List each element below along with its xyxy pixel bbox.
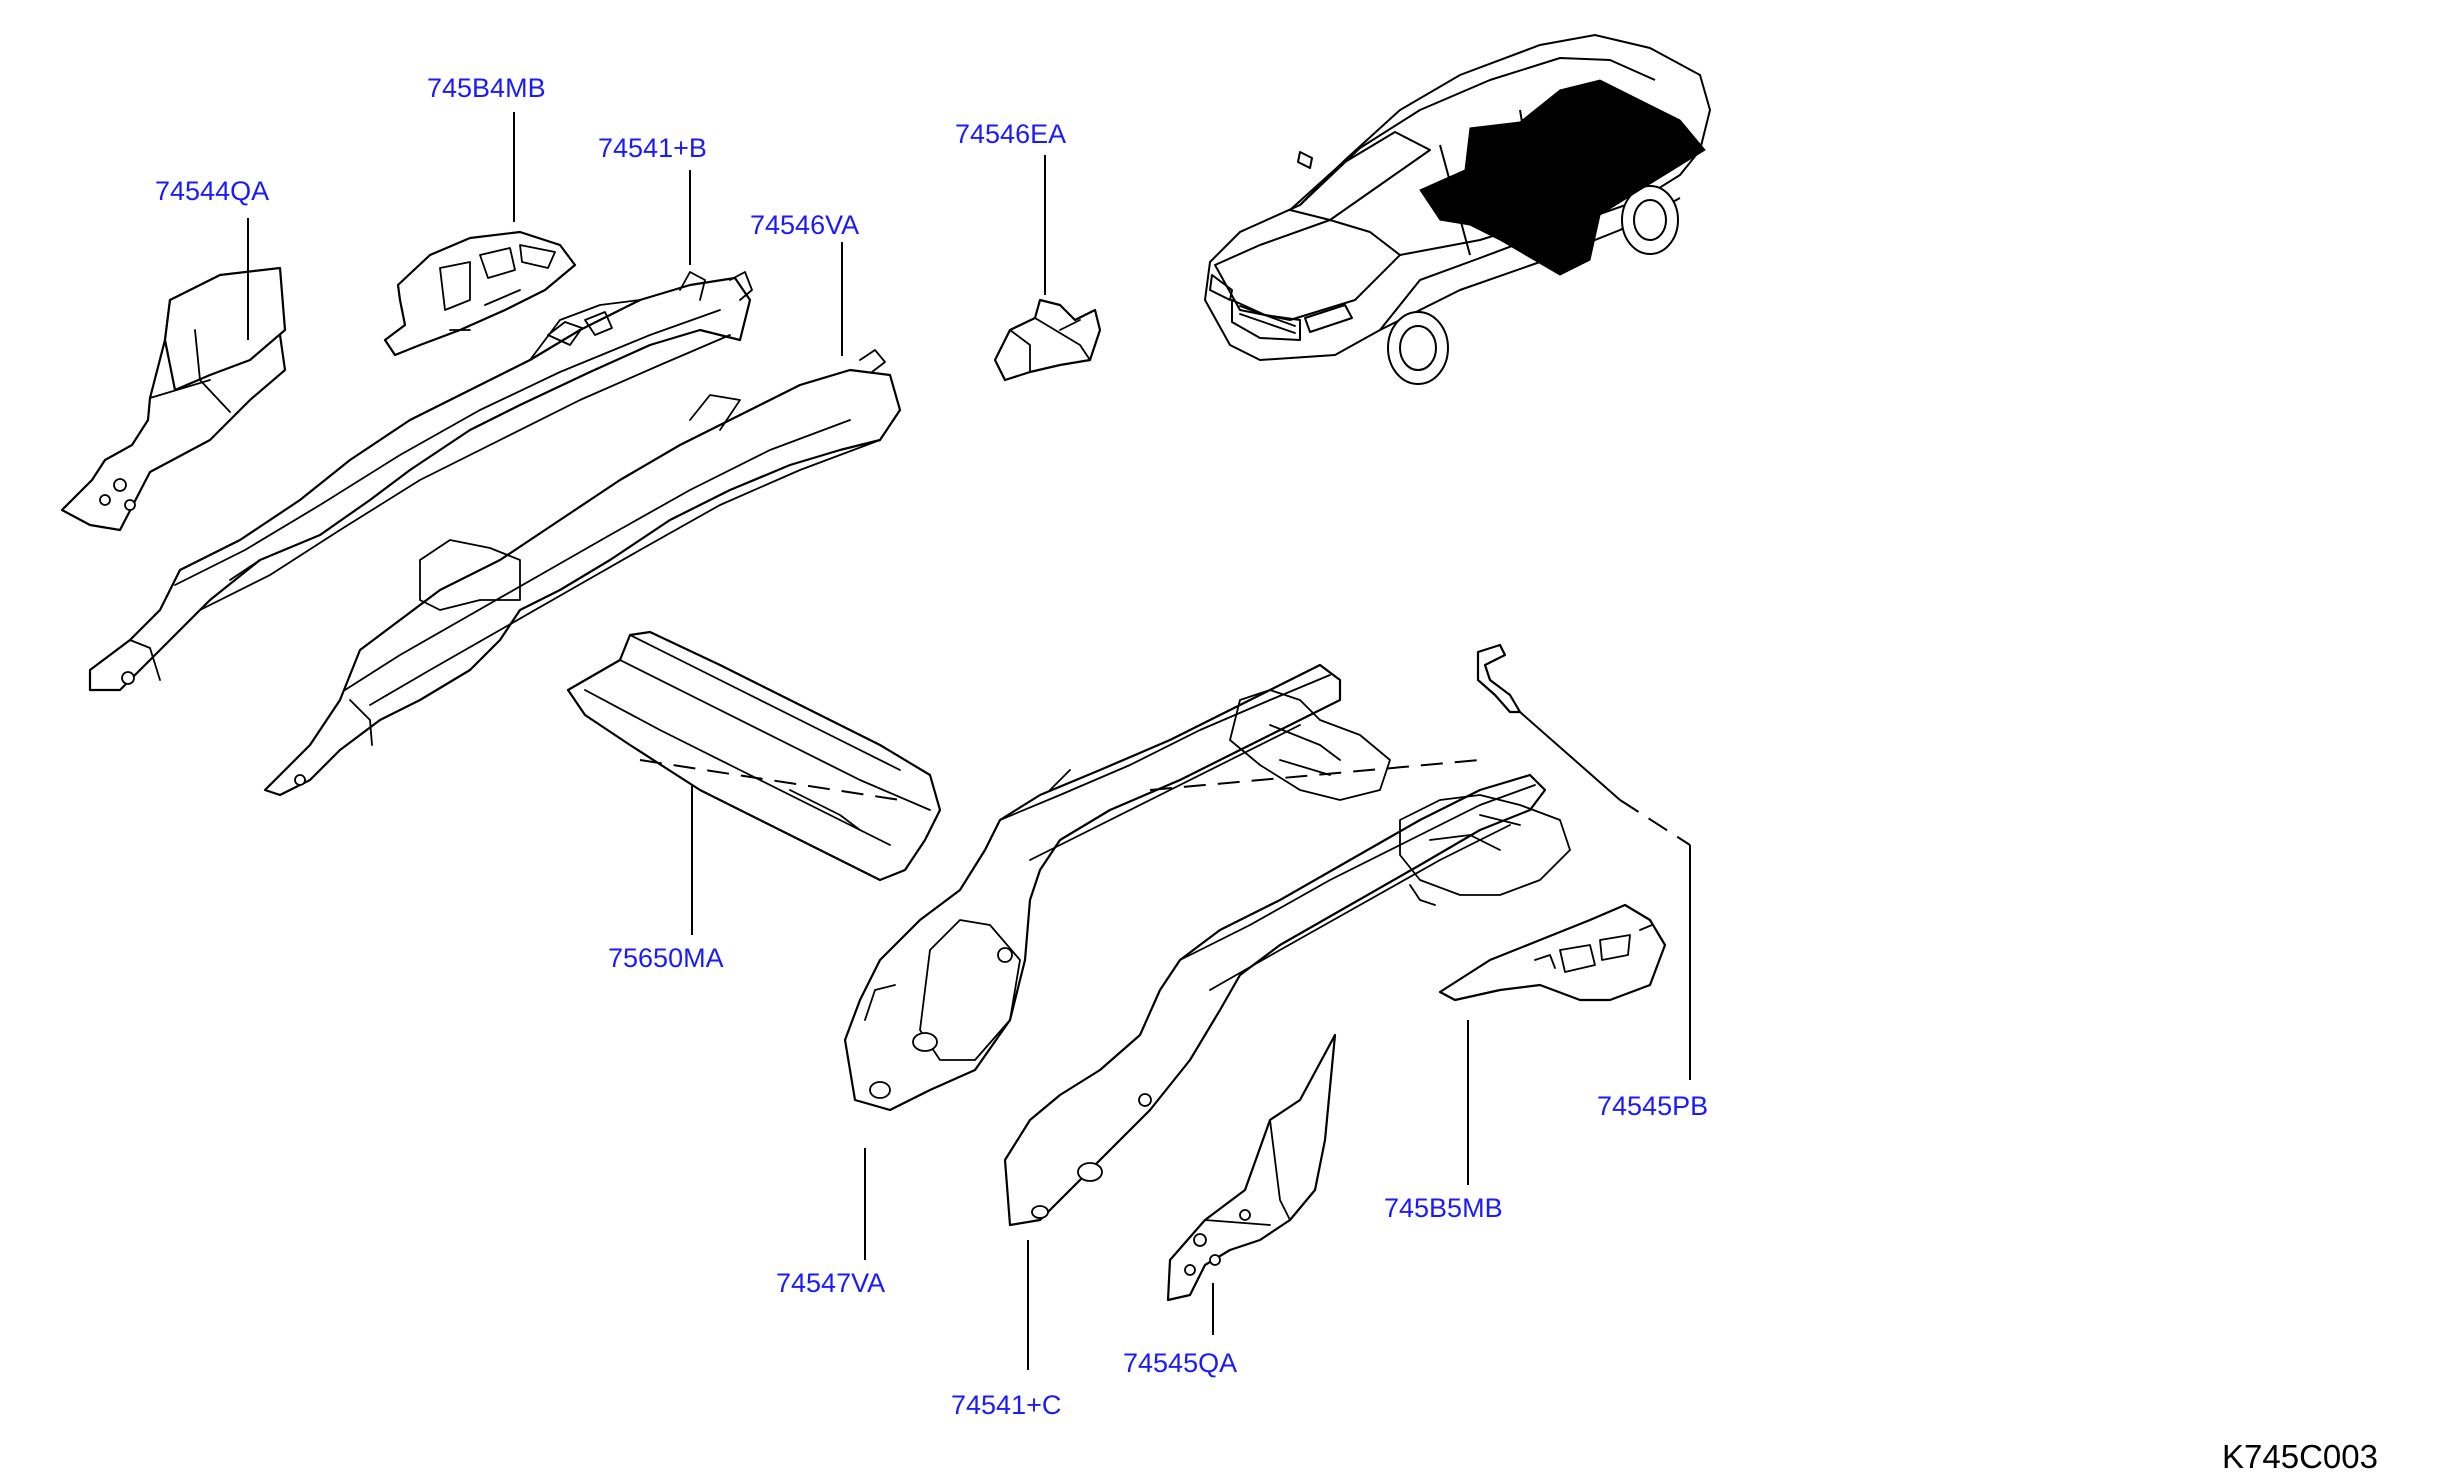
part-745B4MB-shape — [383, 230, 577, 357]
leader-lines — [247, 112, 1691, 1370]
part-74541B-shape — [88, 271, 753, 692]
callout-75650MA: 75650MA — [608, 943, 724, 973]
part-74545QA-shape — [1166, 1033, 1337, 1302]
part-74544QA-shape — [60, 266, 287, 532]
callout-74545QA: 74545QA — [1123, 1348, 1238, 1378]
callout-74541B: 74541+B — [598, 133, 707, 163]
callout-74546VA: 74546VA — [750, 210, 860, 240]
part-745B5MB-shape — [1438, 903, 1667, 1002]
callout-745B4MB: 745B4MB — [427, 73, 546, 103]
callout-74547VA: 74547VA — [776, 1268, 886, 1298]
callout-745B5MB: 745B5MB — [1384, 1193, 1503, 1223]
callout-74546EA: 74546EA — [955, 119, 1067, 149]
part-74546VA-shape — [263, 349, 902, 797]
part-74541C-shape — [1003, 773, 1571, 1227]
callout-74541C: 74541+C — [951, 1390, 1062, 1420]
part-74545PB-shape — [1476, 643, 1522, 714]
part-74546EA-shape — [993, 298, 1102, 382]
callout-74545PB: 74545PB — [1597, 1091, 1709, 1121]
part-75650MA-shape — [566, 630, 942, 882]
part-74547VA-shape — [843, 663, 1391, 1112]
callout-74544QA: 74544QA — [155, 176, 270, 206]
car-overview-illustration — [1203, 33, 1712, 385]
drawing-code: K745C003 — [2222, 1438, 2378, 1475]
floor-highlight-area — [1419, 79, 1706, 276]
